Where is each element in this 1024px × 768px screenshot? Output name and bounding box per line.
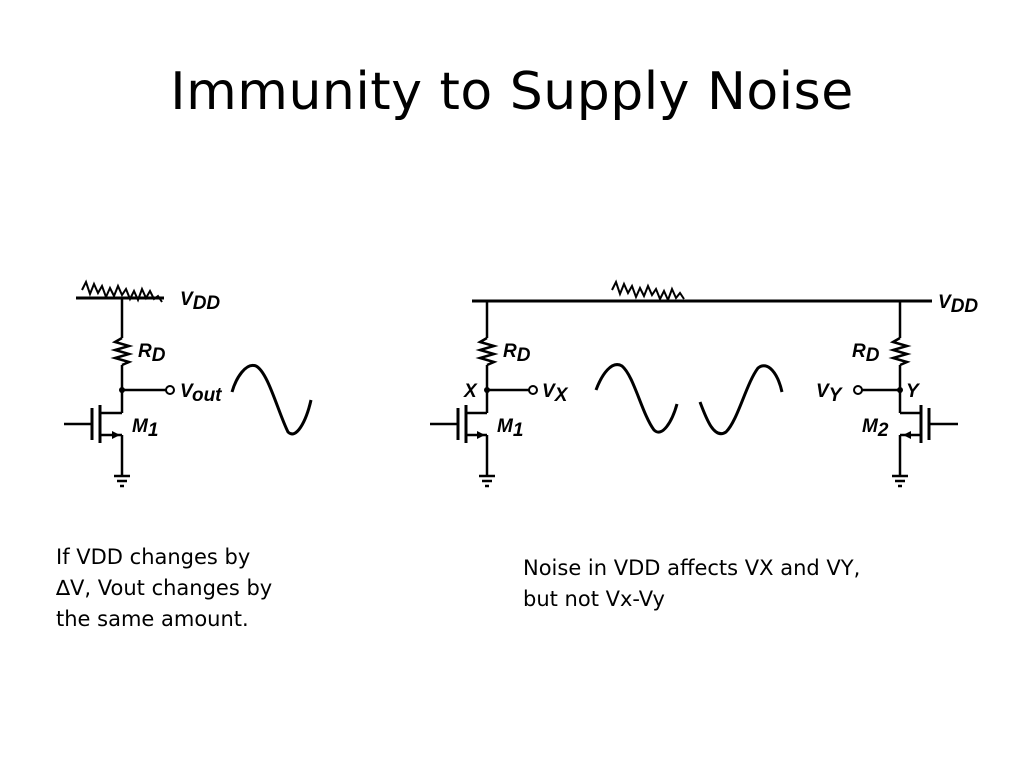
slide-title: Immunity to Supply Noise (170, 62, 854, 122)
vy-label: VY (816, 381, 844, 406)
m1-label-right: M1 (497, 416, 523, 441)
resistor-right-right (888, 336, 912, 367)
supply-noise-left (81, 279, 163, 303)
vout-label: Vout (180, 381, 222, 406)
left-circuit (64, 279, 313, 488)
vout-waveform (230, 363, 313, 436)
m2-label-right: M2 (862, 416, 889, 441)
rd-label-left: RD (138, 341, 166, 366)
vx-label: VX (542, 381, 569, 406)
rd-label-right-right: RD (852, 341, 880, 366)
vy-waveform (698, 364, 784, 436)
resistor-right-left (475, 336, 499, 367)
vx-waveform (594, 363, 679, 434)
supply-noise-right (611, 279, 685, 303)
vy-terminal (853, 385, 863, 395)
node-y-label: Y (906, 381, 921, 402)
vdd-label-right: VDD (938, 292, 978, 317)
output-terminal-left (165, 385, 175, 395)
caption-right: Noise in VDD affects VX and VY, but not … (523, 556, 861, 611)
node-x-label: X (463, 381, 478, 402)
vx-terminal (528, 385, 538, 395)
right-circuit (430, 279, 958, 488)
m1-label-left: M1 (132, 416, 158, 441)
vdd-label-left: VDD (180, 289, 220, 314)
resistor-left (110, 336, 134, 367)
rd-label-right-left: RD (503, 341, 531, 366)
caption-left: If VDD changes by ∆V, Vout changes by th… (56, 545, 273, 631)
